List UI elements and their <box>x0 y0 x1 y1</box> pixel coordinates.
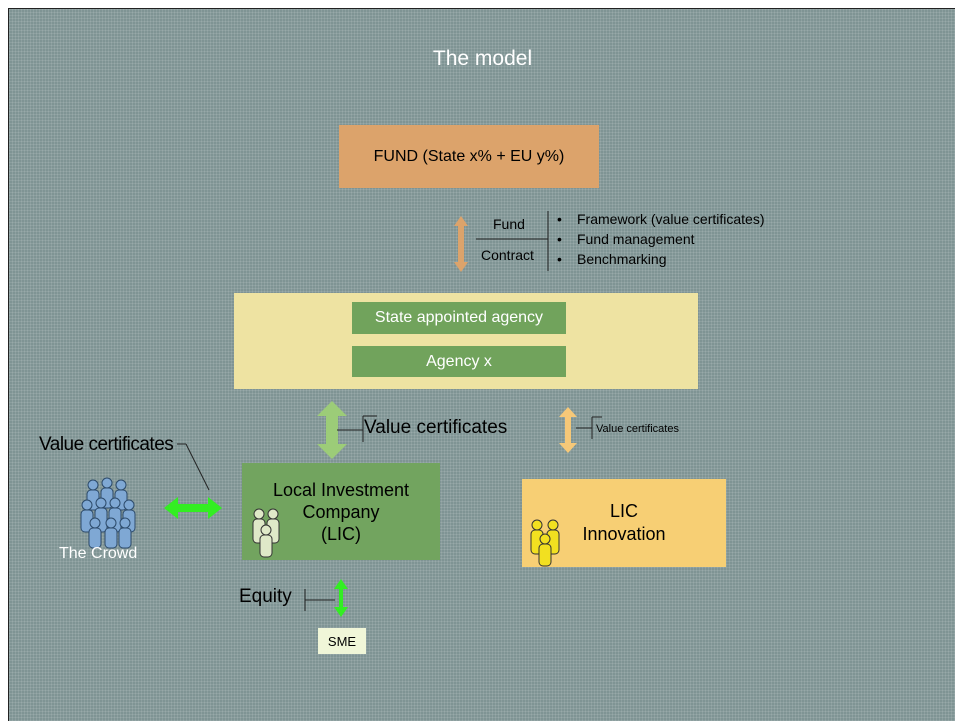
fund-contract-divider <box>476 211 549 271</box>
list-item: Fund management <box>557 229 765 249</box>
fund-contract-list: Framework (value certificates) Fund mana… <box>557 209 765 269</box>
slide-title: The model <box>432 47 533 70</box>
slide-canvas: The model FUND (State x% + EU y%) Fund C… <box>8 8 955 721</box>
lic-sme-arrow <box>334 579 348 617</box>
crowd-people-icon <box>80 477 136 549</box>
value-certificates-right-label: Value certificates <box>596 423 679 435</box>
agency-x-label: Agency x <box>426 352 492 370</box>
value-certificates-center-label: Value certificates <box>364 417 508 438</box>
fund-label: Fund <box>493 216 525 232</box>
lic-line-1: Local Investment <box>272 479 410 500</box>
crowd-label: The Crowd <box>59 545 138 562</box>
fund-box: FUND (State x% + EU y%) <box>339 125 599 188</box>
value-certificates-left-label: Value certificates <box>39 434 174 455</box>
sme-label: SME <box>327 633 357 649</box>
state-appointed-agency-label: State appointed agency <box>374 309 544 326</box>
lic-innovation-line-2: Innovation <box>582 524 666 544</box>
equity-callout <box>304 589 335 611</box>
contract-label: Contract <box>481 247 534 263</box>
fund-box-label: FUND (State x% + EU y%) <box>373 147 565 165</box>
equity-label: Equity <box>239 586 292 607</box>
lic-people-icon <box>252 508 280 558</box>
lic-innovation-people-icon <box>530 519 560 567</box>
state-appointed-agency-box: State appointed agency <box>352 302 566 334</box>
lic-line-2: Company <box>302 501 380 522</box>
agency-x-box: Agency x <box>352 346 566 377</box>
crowd-lic-arrow <box>164 497 222 519</box>
agency-lic-innovation-arrow <box>559 407 577 453</box>
sme-box: SME <box>318 628 366 654</box>
lic-innovation-line-1: LIC <box>609 501 638 521</box>
value-cert-left-callout <box>177 443 210 491</box>
lic-line-3: (LIC) <box>320 523 361 544</box>
fund-contract-arrow <box>454 216 468 272</box>
agency-lic-arrow <box>317 401 347 459</box>
value-cert-right-callout <box>576 416 602 439</box>
list-item: Benchmarking <box>557 249 765 269</box>
list-item: Framework (value certificates) <box>557 209 765 229</box>
value-cert-center-callout <box>337 415 377 442</box>
